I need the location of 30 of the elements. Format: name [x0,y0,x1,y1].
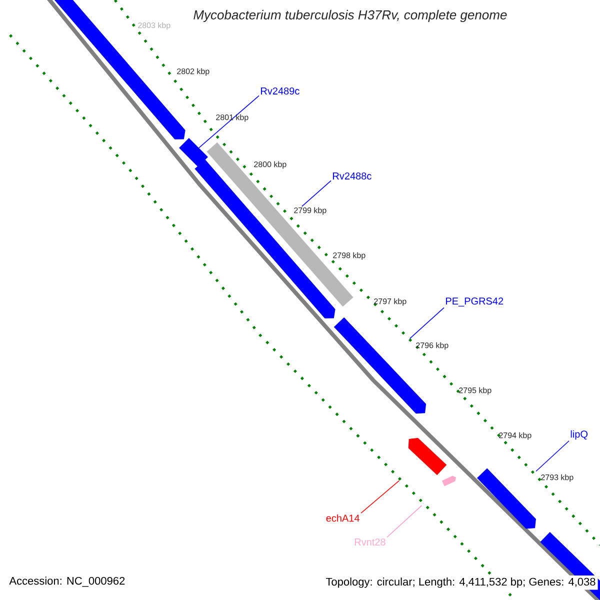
leader-line [409,307,444,339]
gene-feature [179,138,208,167]
footer-text: Accession: NC_000962 [9,576,125,587]
tick-label: 2797 kbp [374,298,406,306]
tick-label: 2803 kbp [138,22,170,30]
gene-feature [442,476,456,486]
leader-line [302,180,332,207]
gene-label: echA14 [326,514,360,522]
leader-line [386,505,422,538]
tick-label: 2794 kbp [499,432,532,440]
gene-feature [408,438,447,476]
tick-label: 2802 kbp [177,68,210,76]
leader-line [536,440,570,472]
tick-label: 2793 kbp [541,474,574,482]
gene-label: lipQ [570,430,588,440]
title: Mycobacterium tuberculosis H37Rv, complete genome [194,10,507,22]
footer-text: Topology: circular; Length: 4,411,532 bp; Genes: 4,038 [324,576,598,590]
tick-label: 2799 kbp [294,207,326,215]
leader-line [198,95,260,148]
gene-label: PE_PGRS42 [446,298,504,306]
tick-label: 2800 kbp [254,161,286,169]
tick-label: 2795 kbp [459,387,492,395]
gene-feature [477,468,536,529]
tick-label: 2798 kbp [333,252,366,260]
gene-label: Rvnt28 [354,538,386,546]
tick-label: 2796 kbp [416,342,448,350]
gene-label: Rv2488c [333,172,372,180]
tick-label: 2801 kbp [216,114,248,122]
leader-line [360,480,400,514]
gene-label: Rv2489c [261,87,300,95]
